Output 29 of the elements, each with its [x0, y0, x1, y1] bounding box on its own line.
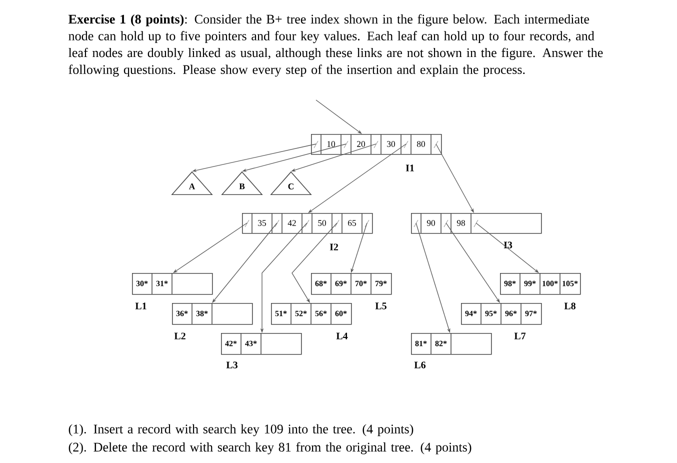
arrow [476, 222, 539, 273]
text: (2). Delete the record with search key 81 from the original tree. (4 points) [68, 442, 472, 454]
text: Exercise 1 (8 points): Consider the B+ tree index shown in the figure below. Each intermediate node can hold up to five pointers and four key values. Each leaf can hold up to four records, and leaf nodes are doubly linked as usual, although these links are not shown in the figure. Answer the following questions. Please show every step of the insertion and explain the process. [68, 14, 603, 77]
index-node: 90 98 [411, 212, 542, 234]
node-label: I2 [330, 244, 338, 250]
node-label: L8 [564, 302, 576, 310]
index-node: 35 42 50 65 [242, 212, 373, 234]
node-label: L3 [226, 362, 238, 368]
node-label: L5 [375, 302, 386, 310]
node-label: I3 [504, 242, 512, 248]
arrow [212, 222, 278, 303]
node-label: L6 [414, 362, 426, 368]
leaf-node: 81* 82* [411, 332, 492, 355]
leaf-node: 51* 52* 56* 60* [271, 302, 352, 325]
leaf-node: 36* 38* [172, 302, 253, 325]
leaf-node: 94* 95* 96* 97* [461, 302, 542, 325]
node-label: I1 [406, 164, 414, 172]
node-label: L7 [514, 332, 526, 340]
text: (1). Insert a record with search key 109 into the tree. (4 points) [68, 424, 414, 436]
arrow [316, 100, 362, 134]
leaf-node: 68* 69* 70* 79* [311, 272, 392, 295]
leaf-node: 30* 31* [132, 272, 213, 295]
node-label: L2 [174, 332, 186, 340]
leaf-node: 42* 43* [221, 332, 302, 355]
arrow [308, 144, 406, 213]
index-node: 10 20 30 80 [311, 134, 442, 155]
leaf-node: 98* 99* 100* 105* [500, 272, 581, 295]
node-label: L4 [336, 332, 348, 340]
node-label: L1 [135, 302, 146, 310]
